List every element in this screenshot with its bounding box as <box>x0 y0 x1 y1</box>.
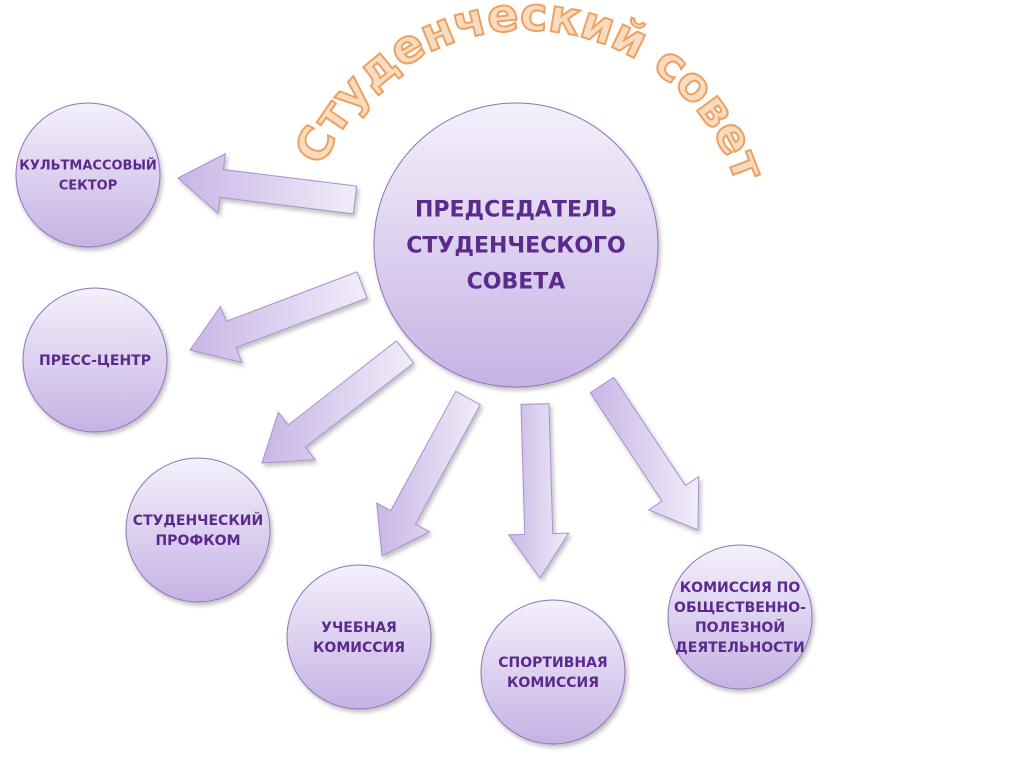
node-sports-commission-circle <box>480 599 626 745</box>
node-sports-commission-label: КОМИССИЯ <box>507 675 599 691</box>
node-community-commission-label: КОМИССИЯ ПО <box>680 580 801 596</box>
chairman-node-circle <box>373 102 659 388</box>
node-academic-commission-label: КОМИССИЯ <box>313 640 405 656</box>
node-student-union-label: ПРОФКОМ <box>155 533 240 549</box>
node-cultural-sector-label: СЕКТОР <box>59 179 118 194</box>
node-press-center-label: ПРЕСС-ЦЕНТР <box>39 353 151 369</box>
arrow-6 <box>589 376 700 531</box>
node-academic-commission-circle <box>286 564 432 710</box>
node-student-union-circle <box>125 457 271 603</box>
arrow-3 <box>261 340 415 464</box>
node-cultural-sector-circle <box>15 102 161 248</box>
chairman-node-label: СОВЕТА <box>467 270 566 295</box>
node-academic-commission-label: УЧЕБНАЯ <box>321 620 397 636</box>
arrow-1 <box>177 152 358 215</box>
node-sports-commission-label: СПОРТИВНАЯ <box>498 655 607 671</box>
node-community-commission-circle <box>667 544 813 690</box>
node-academic-commission: УЧЕБНАЯ КОМИССИЯ <box>286 564 432 710</box>
arrow-4 <box>376 390 481 557</box>
node-community-commission-label: ДЕЯТЕЛЬНОСТИ <box>675 640 804 656</box>
chairman-node-label: ПРЕДСЕДАТЕЛЬ <box>415 198 617 223</box>
arrow-2 <box>189 271 368 364</box>
node-student-union: СТУДЕНЧЕСКИЙ ПРОФКОМ <box>125 457 271 603</box>
node-community-commission-label: ОБЩЕСТВЕННО- <box>674 600 806 616</box>
node-press-center: ПРЕСС-ЦЕНТР <box>22 287 168 433</box>
node-student-union-label: СТУДЕНЧЕСКИЙ <box>133 512 263 529</box>
chairman-node: ПРЕДСЕДАТЕЛЬ СТУДЕНЧЕСКОГО СОВЕТА <box>373 102 659 388</box>
chairman-node-label: СТУДЕНЧЕСКОГО <box>406 234 626 259</box>
node-press-center-circle <box>22 287 168 433</box>
node-community-commission: КОМИССИЯ ПО ОБЩЕСТВЕННО- ПОЛЕЗНОЙ ДЕЯТЕЛЬНО… <box>667 544 813 690</box>
node-community-commission-label: ПОЛЕЗНОЙ <box>695 619 785 636</box>
node-cultural-sector-label: КУЛЬТМАССОВЫЙ <box>19 158 157 174</box>
arrows-group <box>177 152 700 579</box>
node-sports-commission: СПОРТИВНАЯ КОМИССИЯ <box>480 599 626 745</box>
node-cultural-sector: КУЛЬТМАССОВЫЙ СЕКТОР <box>15 102 161 248</box>
arrow-5 <box>507 403 570 579</box>
